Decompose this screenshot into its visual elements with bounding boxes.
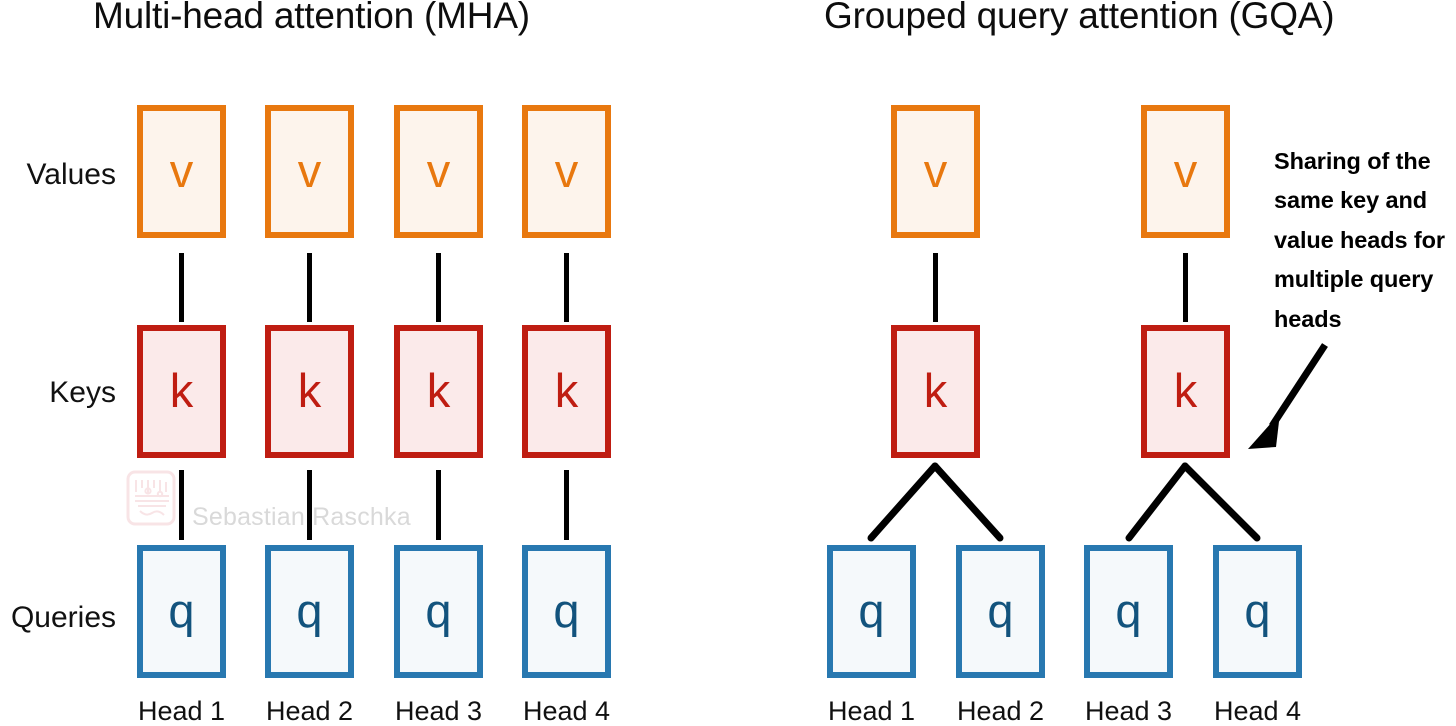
- panel-title-gqa: Grouped query attention (GQA): [824, 0, 1335, 36]
- row-label-queries: Queries: [10, 601, 116, 634]
- head-label: Head 3: [394, 696, 483, 726]
- head-label: Head 1: [137, 696, 226, 726]
- value-token: v: [1173, 144, 1198, 197]
- key-token: k: [426, 364, 451, 417]
- key-token: k: [297, 364, 322, 417]
- value-key-connector: [307, 253, 312, 322]
- value-head-cell: v: [394, 105, 483, 238]
- group-fork-2: [1125, 462, 1261, 542]
- row-label-values: Values: [26, 158, 116, 191]
- query-token: q: [553, 584, 580, 637]
- value-key-connector: [933, 253, 938, 322]
- query-token: q: [987, 584, 1014, 637]
- value-key-connector: [564, 253, 569, 322]
- query-token: q: [296, 584, 323, 637]
- head-label: Head 4: [1213, 696, 1302, 726]
- key-query-connector: [436, 470, 441, 540]
- key-head-cell: k: [265, 325, 354, 458]
- query-token: q: [1115, 584, 1142, 637]
- query-head-cell: q: [1213, 545, 1302, 678]
- key-head-cell: k: [891, 325, 980, 458]
- query-head-cell: q: [956, 545, 1045, 678]
- key-token: k: [923, 364, 948, 417]
- watermark-text: Sebastian Raschka: [192, 503, 411, 531]
- value-token: v: [169, 144, 194, 197]
- key-query-connector: [307, 470, 312, 540]
- query-head-cell: q: [827, 545, 916, 678]
- value-head-cell: v: [891, 105, 980, 238]
- annotation-text: Sharing of the same key and value heads …: [1274, 148, 1445, 332]
- key-token: k: [554, 364, 579, 417]
- query-head-cell: q: [137, 545, 226, 678]
- head-label: Head 1: [827, 696, 916, 726]
- query-head-cell: q: [522, 545, 611, 678]
- key-query-connector: [564, 470, 569, 540]
- annotation-arrow: [1248, 343, 1328, 449]
- value-key-connector: [179, 253, 184, 322]
- head-label: Head 3: [1084, 696, 1173, 726]
- value-head-cell: v: [137, 105, 226, 238]
- panel-title-mha: Multi-head attention (MHA): [93, 0, 530, 36]
- value-head-cell: v: [265, 105, 354, 238]
- query-token: q: [168, 584, 195, 637]
- key-head-cell: k: [1141, 325, 1230, 458]
- key-head-cell: k: [394, 325, 483, 458]
- head-label: Head 2: [956, 696, 1045, 726]
- key-head-cell: k: [137, 325, 226, 458]
- query-head-cell: q: [265, 545, 354, 678]
- query-head-cell: q: [394, 545, 483, 678]
- value-token: v: [426, 144, 451, 197]
- value-key-connector: [1183, 253, 1188, 322]
- key-query-connector: [179, 470, 184, 540]
- query-token: q: [425, 584, 452, 637]
- value-token: v: [923, 144, 948, 197]
- group-fork-1: [867, 462, 1004, 542]
- query-head-cell: q: [1084, 545, 1173, 678]
- key-token: k: [169, 364, 194, 417]
- watermark-logo-icon: [126, 470, 176, 526]
- value-token: v: [554, 144, 579, 197]
- value-key-connector: [436, 253, 441, 322]
- key-token: k: [1173, 364, 1198, 417]
- value-token: v: [297, 144, 322, 197]
- head-label: Head 4: [522, 696, 611, 726]
- value-head-cell: v: [522, 105, 611, 238]
- value-head-cell: v: [1141, 105, 1230, 238]
- query-token: q: [1244, 584, 1271, 637]
- head-label: Head 2: [265, 696, 354, 726]
- row-label-keys: Keys: [49, 376, 116, 409]
- query-token: q: [858, 584, 885, 637]
- key-head-cell: k: [522, 325, 611, 458]
